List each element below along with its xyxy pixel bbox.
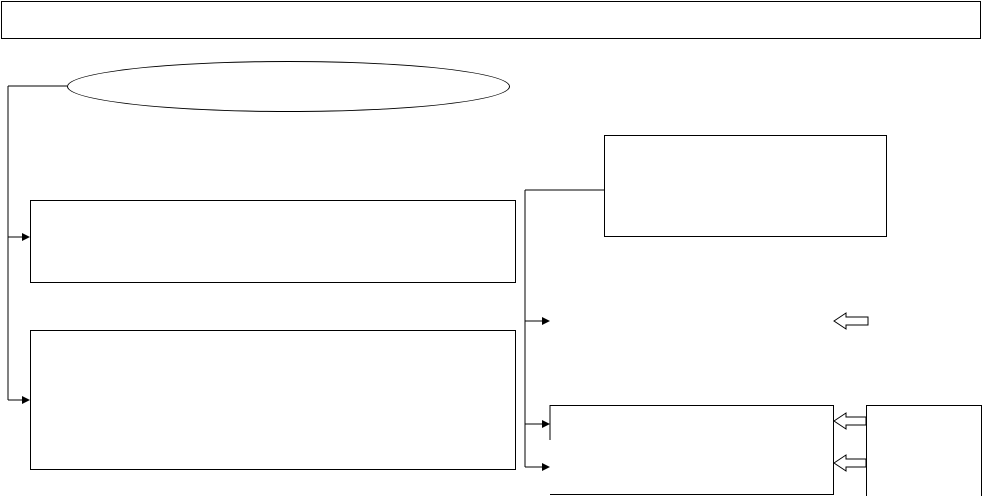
left-upper-box bbox=[30, 200, 516, 283]
hollow-arrow-left-icon bbox=[833, 312, 869, 330]
far-right-box bbox=[866, 405, 982, 496]
header-box bbox=[1, 1, 981, 39]
right-bottom-box bbox=[550, 405, 834, 495]
right-top-box bbox=[604, 135, 887, 237]
left-lower-box bbox=[30, 330, 516, 470]
start-ellipse bbox=[67, 61, 510, 112]
hollow-arrow-left-icon bbox=[833, 454, 867, 472]
hollow-arrow-left-icon bbox=[833, 412, 867, 430]
